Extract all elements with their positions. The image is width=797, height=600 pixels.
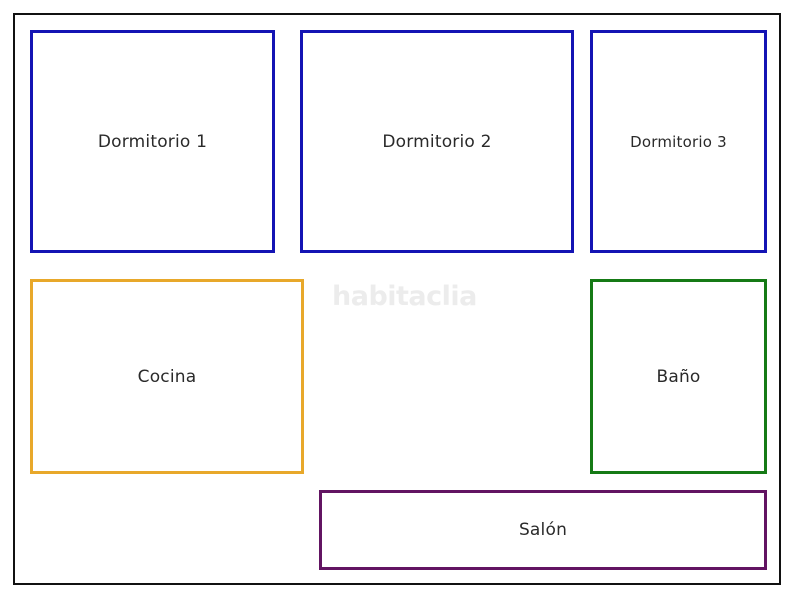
floor-plan-outline [13, 13, 781, 585]
room-label-cocina: Cocina [137, 366, 197, 387]
room-dormitorio-1: Dormitorio 1 [30, 30, 275, 253]
room-label-salon: Salón [518, 520, 568, 540]
room-bano: Baño [590, 279, 767, 474]
room-label-bano: Baño [656, 366, 701, 387]
room-label-dormitorio-1: Dormitorio 1 [97, 131, 208, 152]
room-dormitorio-2: Dormitorio 2 [300, 30, 574, 253]
room-label-dormitorio-2: Dormitorio 2 [382, 131, 492, 152]
room-salon: Salón [319, 490, 767, 570]
room-label-dormitorio-3: Dormitorio 3 [630, 132, 727, 151]
room-cocina: Cocina [30, 279, 304, 474]
room-dormitorio-3: Dormitorio 3 [590, 30, 767, 253]
